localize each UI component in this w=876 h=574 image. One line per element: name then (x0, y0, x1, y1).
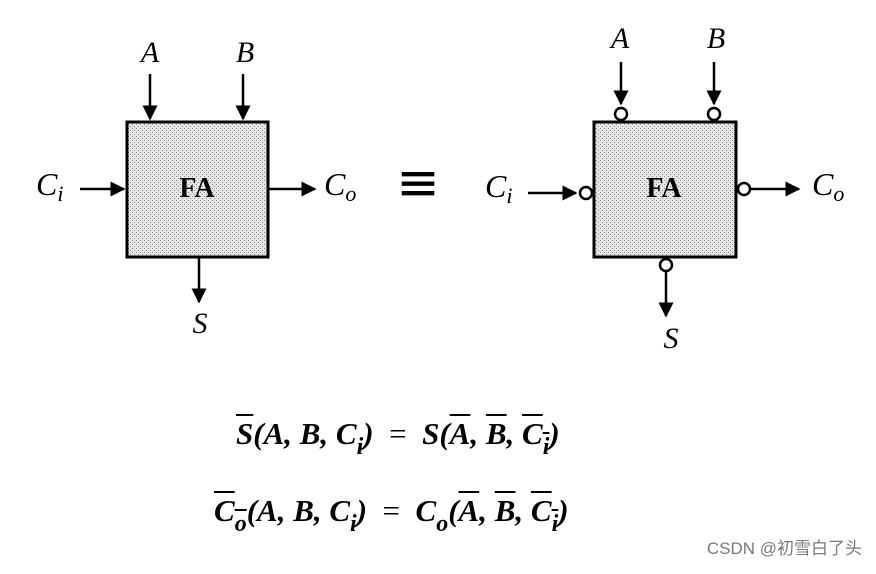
eq1-rhs-fn: S (422, 416, 440, 451)
right-fa-block (592, 120, 738, 259)
right-a-label: A (609, 22, 630, 55)
left-b-label: B (236, 36, 254, 69)
left-fa-block (125, 120, 270, 259)
eq1-equals: = (389, 416, 407, 451)
equation-carry: Co(A, B, Ci) = Co(A, B, Ci) (214, 493, 569, 537)
left-fa-label: FA (179, 173, 215, 204)
right-b-label: B (707, 22, 725, 55)
left-s-label: S (193, 307, 208, 340)
left-full-adder: FA A B Ci Co S (36, 36, 356, 340)
eq2-rhs-b: B (494, 493, 516, 528)
equivalence-symbol: ≡ (396, 153, 440, 213)
eq1-rhs-b: B (485, 416, 507, 451)
right-full-adder: FA A B Ci Co S (485, 22, 844, 355)
eq1-rhs-a: A (449, 416, 471, 451)
right-co-label: Co (812, 166, 844, 206)
eq1-rhs-open: ( (439, 416, 450, 451)
eq2-rhs-fn: Co (415, 493, 449, 537)
eq1-lhs-close: ) (363, 416, 374, 451)
left-ci-label: Ci (36, 166, 63, 206)
eq2-rhs-c: Ci (530, 493, 559, 537)
eq2-rhs-close: ) (558, 493, 569, 528)
left-co-label: Co (324, 166, 356, 206)
eq1-lhs-fn: S (236, 416, 254, 451)
eq2-rhs-a: A (458, 493, 480, 528)
right-fa-label: FA (646, 173, 682, 204)
eq2-lhs-fn: Co (214, 493, 247, 537)
right-ci-bubble (578, 185, 594, 201)
eq2-rhs-open: ( (448, 493, 459, 528)
eq1-rhs-c: Ci (522, 416, 550, 460)
right-s-bubble (658, 257, 674, 273)
eq2-lhs-close: ) (356, 493, 368, 528)
watermark: CSDN @初雪白了头 (706, 539, 862, 558)
right-s-label: S (664, 322, 679, 355)
right-ci-label: Ci (485, 168, 512, 208)
eq1-lhs-args: (A, B, C (253, 416, 357, 451)
right-co-bubble (736, 181, 752, 197)
left-a-label: A (139, 36, 160, 69)
right-a-bubble (613, 106, 629, 122)
eq1-lhs-sub: i (356, 434, 364, 460)
equation-sum: S(A, B, Ci) = S(A, B, Ci) (236, 416, 560, 460)
eq2-lhs-args: (A, B, C (246, 493, 351, 528)
eq2-equals: = (382, 493, 401, 528)
right-b-bubble (706, 106, 722, 122)
eq2-lhs-sub: i (350, 511, 357, 537)
eq1-rhs-close: ) (549, 416, 560, 451)
